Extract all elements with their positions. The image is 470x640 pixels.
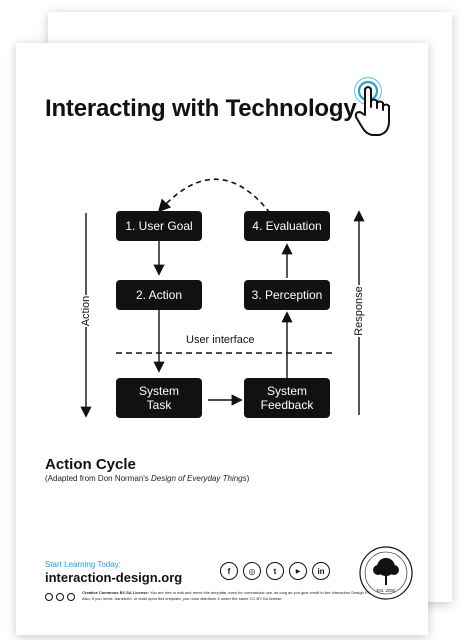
twitter-glyph: t: [273, 566, 277, 576]
system-feedback-box: System Feedback: [244, 378, 330, 418]
section-heading: Action Cycle: [45, 456, 136, 473]
twitter-icon[interactable]: t: [266, 562, 284, 580]
source-note-prefix: (Adapted from Don Norman's: [45, 474, 152, 483]
source-note: (Adapted from Don Norman's Design of Eve…: [45, 474, 249, 483]
system-feedback-line2: Feedback: [260, 398, 314, 412]
user-goal-box: 1. User Goal: [116, 211, 202, 241]
pointing-hand-icon: [353, 77, 390, 136]
response-axis-label: Response: [353, 285, 365, 337]
idf-seal-logo: Est. 2002: [359, 546, 413, 600]
facebook-icon[interactable]: f: [220, 562, 238, 580]
linkedin-icon[interactable]: in: [312, 562, 330, 580]
system-feedback-line1: System: [266, 384, 307, 398]
source-note-suffix: ): [246, 474, 250, 483]
facebook-glyph: f: [227, 566, 231, 576]
source-note-book-title: Design of Everyday Things: [151, 474, 247, 483]
website-link[interactable]: interaction-design.org: [45, 570, 183, 585]
user-goal-label: 1. User Goal: [125, 219, 193, 233]
system-task-box: System Task: [116, 378, 202, 418]
cc-license-icons: [45, 593, 75, 601]
social-links: f ◎ t ▶ in: [220, 562, 330, 580]
license-body: You are free to edit and remix this temp…: [82, 590, 387, 601]
linkedin-glyph: in: [317, 566, 325, 576]
perception-box: 3. Perception: [244, 280, 330, 310]
action-label: 2. Action: [135, 288, 183, 302]
sa-icon: [67, 593, 75, 601]
license-text: Creative Commons BY-SA License: You are …: [82, 590, 392, 602]
cta-text: Start Learning Today:: [45, 560, 121, 569]
system-task-line1: System: [138, 384, 179, 398]
evaluation-box: 4. Evaluation: [244, 211, 330, 241]
youtube-icon[interactable]: ▶: [289, 562, 307, 580]
action-box: 2. Action: [116, 280, 202, 310]
user-interface-label: User interface: [186, 334, 255, 346]
poster-sheet: Interacting with Technology 1. User Goal: [16, 43, 428, 635]
instagram-icon[interactable]: ◎: [243, 562, 261, 580]
system-task-line2: Task: [146, 398, 172, 412]
license-heading: Creative Commons BY-SA License:: [82, 590, 149, 595]
instagram-glyph: ◎: [248, 566, 256, 576]
evaluation-label: 4. Evaluation: [252, 219, 322, 233]
perception-label: 3. Perception: [251, 288, 323, 302]
action-axis-label: Action: [80, 295, 92, 327]
poster-title: Interacting with Technology: [45, 95, 357, 122]
youtube-glyph: ▶: [295, 568, 301, 575]
feedback-loop-arrow: [157, 178, 271, 214]
cc-icon: [45, 593, 53, 601]
by-icon: [56, 593, 64, 601]
seal-text: Est. 2002: [376, 588, 396, 593]
